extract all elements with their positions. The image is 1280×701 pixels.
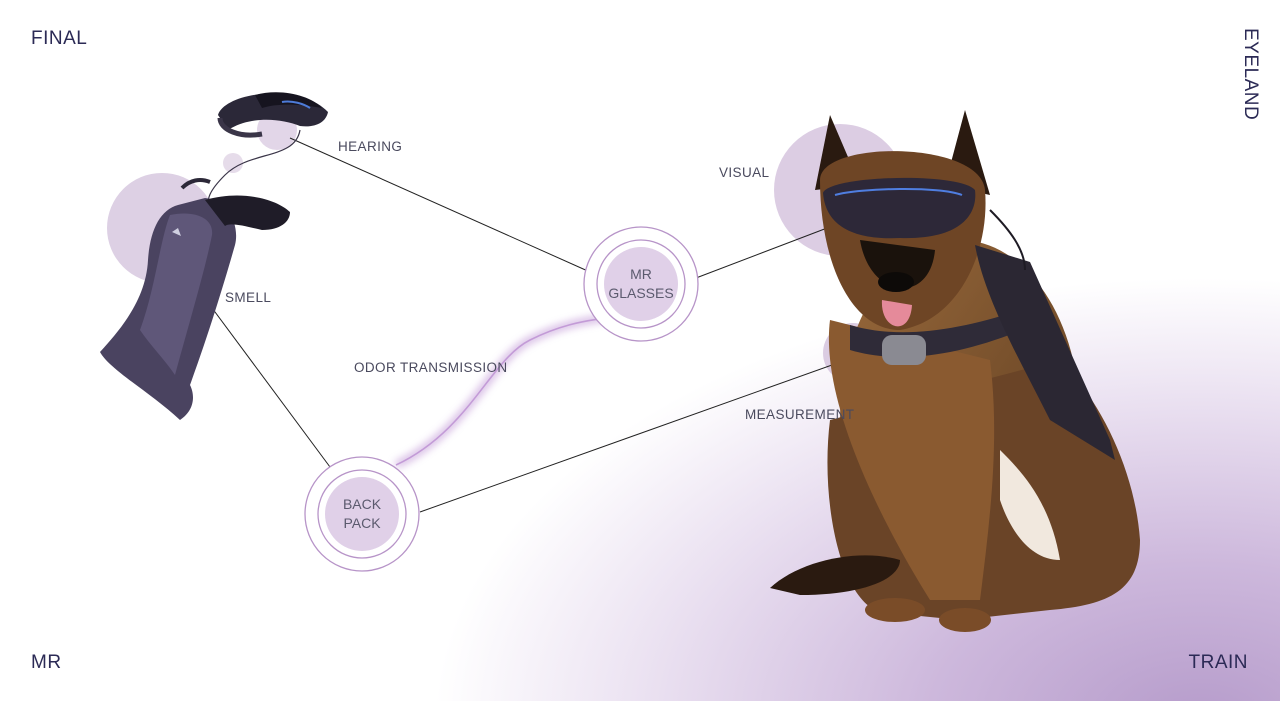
mr-glasses-node-label[interactable]: MR GLASSES xyxy=(601,265,681,303)
corner-title-train: TRAIN xyxy=(1188,652,1248,673)
back-pack-node-label[interactable]: BACK PACK xyxy=(322,495,402,533)
measurement-label: MEASUREMENT xyxy=(745,407,855,422)
corner-title-final: FINAL xyxy=(31,28,88,49)
muzzle-harness-image xyxy=(100,178,290,420)
odor-curve xyxy=(395,317,604,466)
odor-glow xyxy=(394,314,605,469)
hearing-line xyxy=(289,137,591,273)
smell-label: SMELL xyxy=(225,290,272,305)
corner-title-eyeland: EYELAND xyxy=(1240,28,1261,121)
hearing-label: HEARING xyxy=(338,139,403,154)
hearing-small-bubble xyxy=(223,153,243,173)
visual-line xyxy=(695,224,836,279)
mr-glasses-line1: MR xyxy=(630,266,652,282)
mr-glasses-line2: GLASSES xyxy=(608,285,674,301)
back-pack-line2: PACK xyxy=(343,515,381,531)
corner-title-mr: MR xyxy=(31,652,62,673)
back-pack-line1: BACK xyxy=(342,496,382,512)
smell-line xyxy=(194,284,331,468)
visual-label: VISUAL xyxy=(719,165,770,180)
back-pack-node-core xyxy=(325,477,399,551)
mr-glasses-node-core xyxy=(604,247,678,321)
measurement-line xyxy=(419,354,861,513)
dog-image xyxy=(770,110,1140,632)
odor-transmission-label: ODOR TRANSMISSION xyxy=(354,360,508,375)
headset-image xyxy=(207,92,328,211)
